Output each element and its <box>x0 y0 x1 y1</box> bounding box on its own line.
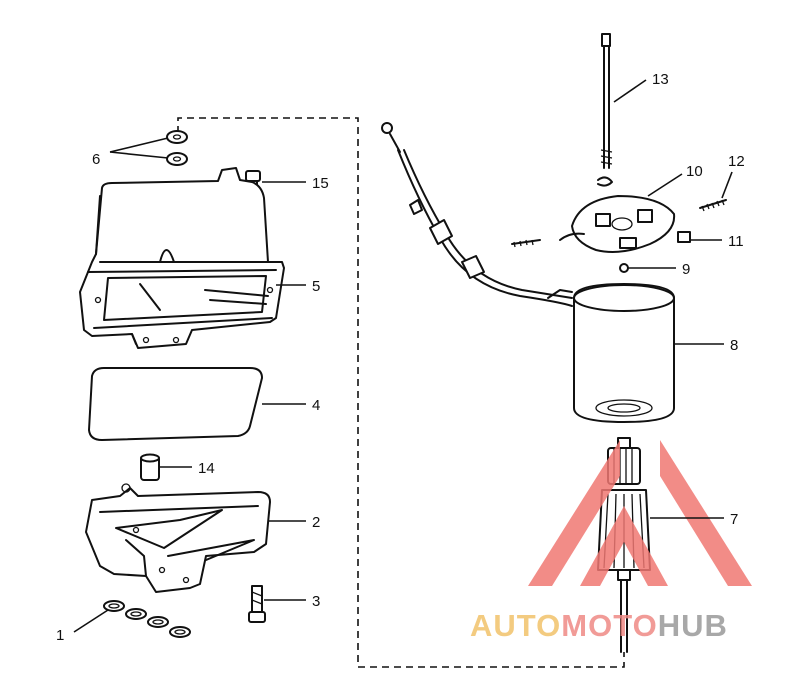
callout-6: 6 <box>92 151 100 168</box>
watermark-logo: AUTOMOTOHUB <box>470 440 752 643</box>
callout-15: 15 <box>312 175 329 192</box>
part-11-brush <box>677 231 691 243</box>
callout-11: 11 <box>728 233 744 250</box>
callout-labels: 6 15 5 4 14 2 3 1 13 10 12 11 9 8 7 <box>56 71 745 644</box>
part-4-gasket <box>88 367 263 441</box>
part-13-through-bolt <box>600 33 613 169</box>
part-12-springs <box>511 199 727 248</box>
lock-ring <box>597 176 613 187</box>
part-5-cover <box>79 167 285 349</box>
watermark-word-hub: HUB <box>658 608 728 643</box>
part-9-ball <box>619 263 629 273</box>
watermark-triangle-left <box>528 440 620 586</box>
watermark-word-auto: AUTO <box>470 608 561 643</box>
callout-9: 9 <box>682 261 690 278</box>
part-1-orings <box>103 600 191 638</box>
callout-1: 1 <box>56 627 64 644</box>
part-8-field-frame <box>573 283 675 423</box>
part-3-bolt <box>248 585 266 623</box>
callout-13: 13 <box>652 71 669 88</box>
callout-2: 2 <box>312 514 320 531</box>
callout-4: 4 <box>312 397 320 414</box>
part-2-base <box>85 483 271 593</box>
svg-text:AUTOMOTOHUB: AUTOMOTOHUB <box>470 608 728 643</box>
leader-lines <box>73 79 733 633</box>
part-14-cap <box>140 453 160 481</box>
callout-3: 3 <box>312 593 320 610</box>
watermark-triangle-inner <box>580 506 668 586</box>
callout-7: 7 <box>730 511 738 528</box>
watermark-triangle-right <box>660 440 752 586</box>
callout-10: 10 <box>686 163 703 180</box>
callout-5: 5 <box>312 278 320 295</box>
part-10-brush-plate <box>559 195 676 253</box>
assembly-dashed-line <box>177 117 625 668</box>
part-6-washers <box>166 130 188 166</box>
cable-harness <box>381 122 573 307</box>
callout-12: 12 <box>728 153 745 170</box>
watermark-word-moto: MOTO <box>561 608 657 643</box>
callout-14: 14 <box>198 460 215 477</box>
callout-8: 8 <box>730 337 738 354</box>
